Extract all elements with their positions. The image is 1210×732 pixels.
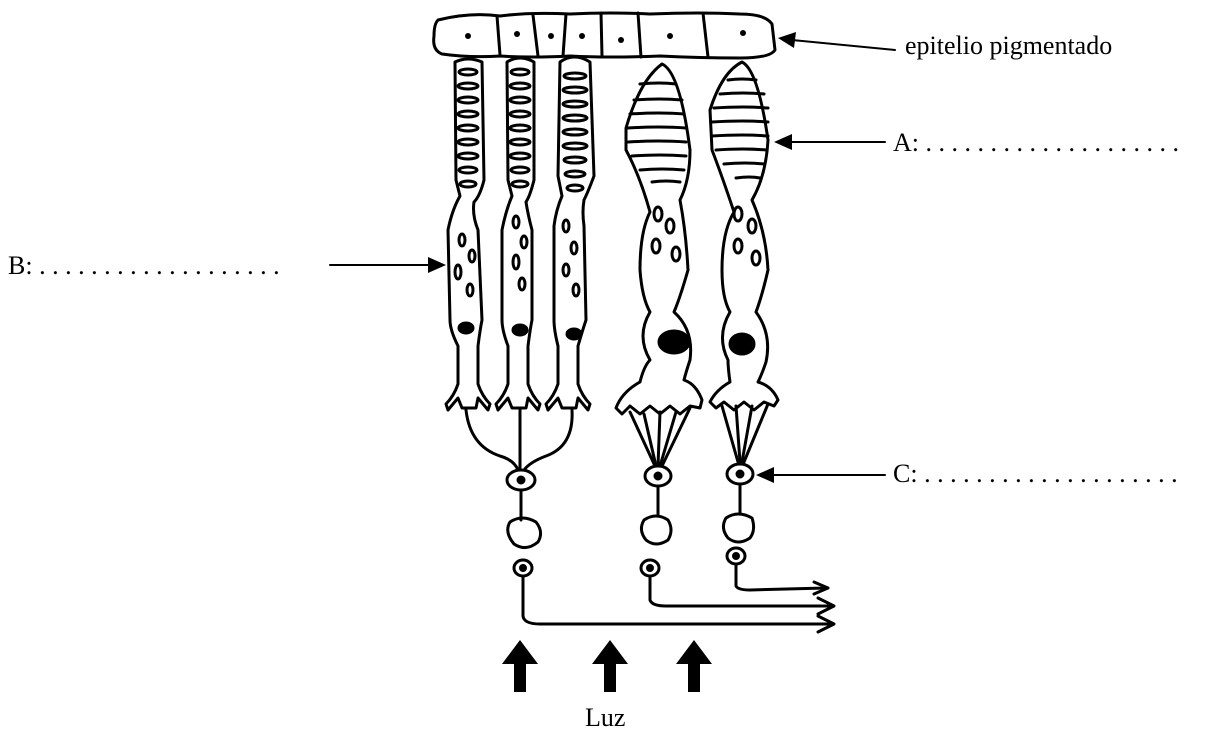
rod-cell-2 [496, 58, 540, 410]
pigment-epithelium-label: epitelio pigmentado [905, 33, 1112, 59]
cone-cell-2 [710, 62, 778, 410]
light-label: Luz [585, 705, 625, 731]
rod-cell-1 [446, 59, 490, 410]
rod-cell-3 [546, 57, 594, 410]
light-arrow-3 [676, 640, 712, 692]
label-pointers [330, 40, 895, 475]
cone-cell-1 [616, 64, 702, 414]
label-c-blank: C: . . . . . . . . . . . . . . . . . . .… [893, 461, 1178, 487]
pigment-epithelium [434, 13, 775, 58]
label-a-blank: A: . . . . . . . . . . . . . . . . . . .… [893, 130, 1179, 156]
light-arrow-2 [592, 640, 628, 692]
light-arrow-1 [502, 640, 538, 692]
label-b-blank: B: . . . . . . . . . . . . . . . . . . . [8, 253, 280, 279]
light-arrows [502, 640, 712, 692]
cone2-bipolar-pathway [722, 404, 826, 590]
